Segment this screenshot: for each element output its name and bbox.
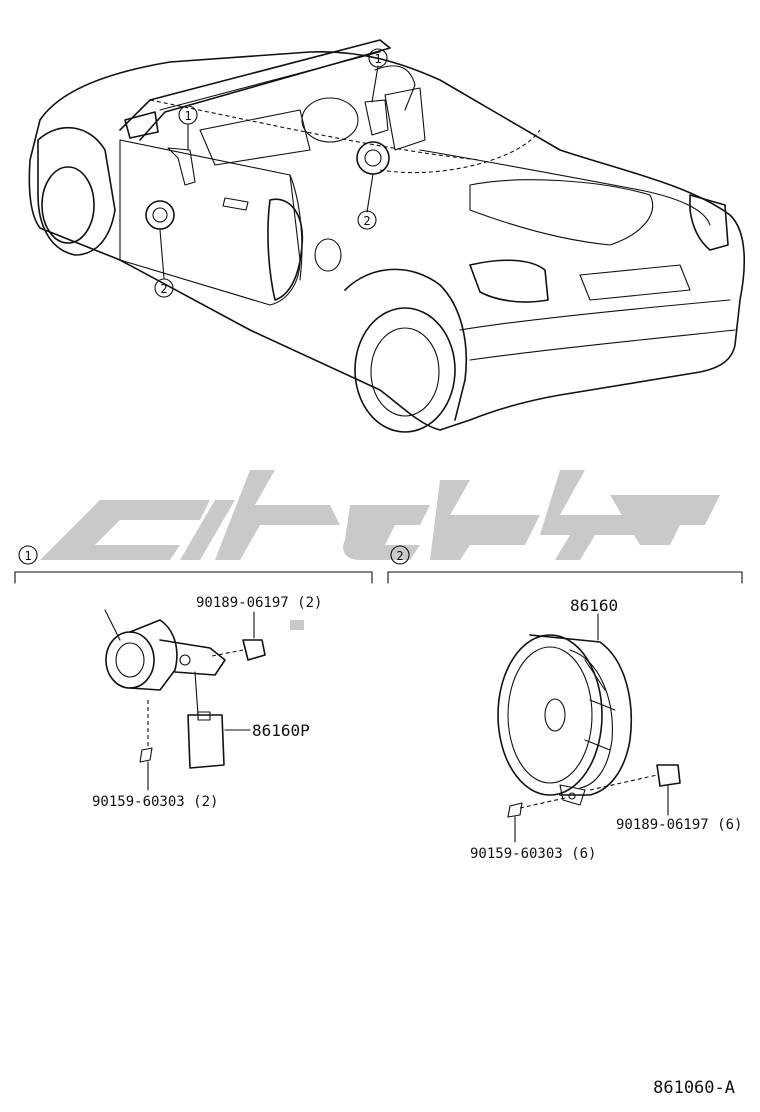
callout-label: 2 — [160, 282, 167, 296]
figure-code: 861060-A — [653, 1078, 735, 1098]
tweeter-assembly — [104, 609, 266, 791]
section-number: 2 — [396, 549, 403, 563]
callout-2-rear: 2 — [357, 210, 377, 230]
callout-1-front: 1 — [178, 105, 198, 125]
part-label-tweeter: 86160P — [252, 721, 310, 740]
callout-1-rear: 1 — [368, 48, 388, 68]
section-1-header: 1 — [14, 545, 373, 584]
car-illustration — [28, 39, 746, 433]
section-number: 1 — [24, 549, 31, 563]
speaker-assembly — [497, 613, 681, 843]
callout-label: 2 — [363, 214, 370, 228]
part-label-clip: 90189-06197 (2) — [196, 595, 322, 611]
section-2-header: 2 — [387, 545, 743, 584]
callout-label: 1 — [374, 52, 381, 66]
part-label-speaker: 86160 — [570, 596, 618, 615]
callout-label: 1 — [184, 109, 191, 123]
part-label-screw: 90159-60303 (6) — [470, 846, 596, 862]
part-label-clip: 90189-06197 (6) — [616, 817, 742, 833]
watermark-logo — [40, 470, 720, 630]
part-label-screw: 90159-60303 (2) — [92, 794, 218, 810]
callout-2-front: 2 — [154, 278, 174, 298]
